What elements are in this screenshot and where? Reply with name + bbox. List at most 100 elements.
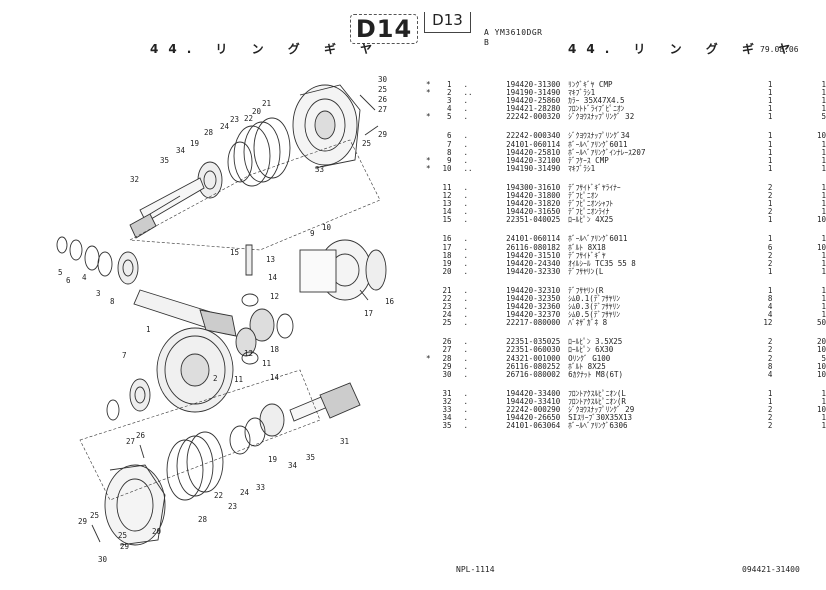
quantity: 8 [767,361,773,371]
ref-number: 19 [442,258,452,268]
level-dots: . [463,96,469,106]
quantity: 2 [767,413,773,423]
ref-number: 24 [442,310,452,320]
quantity: 2 [767,337,773,347]
part-number: 194420-33410 [506,396,561,406]
package-quantity: 5 [821,353,826,363]
callout: 34 [176,146,186,155]
part-number: 22217-080000 [506,318,561,328]
callout: 5 [58,268,63,277]
package-quantity: 1 [821,234,826,244]
part-number: 194190-31490 [506,163,561,173]
quantity: 1 [767,388,773,398]
package-quantity: 1 [821,155,826,165]
part-number: 194420-25860 [506,96,561,106]
level-dots: . [463,396,469,406]
callout: 30 [378,75,388,84]
change-mark: * [426,112,431,122]
part-number: 26716-080002 [506,369,561,379]
part-number: 194421-28280 [506,104,561,114]
callout: 25 [362,139,371,148]
part-description: ﾃﾞﾌｻﾔﾘﾝ(R [568,285,604,295]
part-description: ﾃﾞﾌｹｰｽ CMP [568,155,609,165]
bearing-7 [106,378,151,421]
package-quantity: 1 [821,421,826,431]
callout: 30 [98,555,108,564]
page-reference: NPL-1114 [456,565,495,574]
part-number: 22242-000340 [506,131,561,141]
callout-labels: 30 25 26 27 29 25 21 20 22 23 24 28 19 3… [58,75,395,564]
change-mark [426,406,435,414]
callout: 33 [315,165,324,174]
part-description: ｶﾗｰ 35X47X4.5 [568,96,625,106]
package-quantity: 1 [821,388,826,398]
quantity: 1 [767,266,773,276]
callout: 31 [340,437,349,446]
ref-number: 10 [442,163,452,173]
quantity: 8 [767,293,773,303]
part-description: ﾌﾛﾝﾄﾄﾞﾗｲﾌﾞﾋﾟﾆｵﾝ [568,104,625,114]
ref-number: 30 [442,369,452,379]
change-mark [426,97,435,105]
differential-housing-top [292,84,361,169]
ref-number: 22 [442,293,452,303]
part-description: ﾎﾞｰﾙﾍﾞｱﾘﾝｸﾞ6306 [568,421,628,431]
drive-pinion-shaft [133,289,237,337]
part-number: 194420-31820 [506,199,561,209]
level-dots: . [463,266,469,276]
package-quantity: 1 [821,250,826,260]
change-mark [426,200,435,208]
callout: 28 [204,128,214,137]
bearing-16 [365,249,387,291]
ref-number: 25 [442,318,452,328]
ref-number: 29 [442,361,452,371]
exploded-diagram: 30 25 26 27 29 25 21 20 22 23 24 28 19 3… [56,75,395,564]
section-code-box: D14 [350,14,418,44]
callout: 8 [110,297,115,306]
change-mark [426,398,435,406]
part-description: ﾃﾞﾌｻｲﾄﾞｷﾞﾔﾗｲﾅｰ [568,182,621,192]
ref-number: 3 [447,96,452,106]
package-quantity: 20 [816,337,826,347]
package-quantity: 10 [816,405,826,414]
callout: 35 [160,156,169,165]
part-description: ﾎﾞｰﾙﾍﾞｱﾘﾝｸﾞ6011 [568,234,628,244]
quantity: 2 [767,258,773,268]
callout: 15 [230,248,239,257]
ref-number: 32 [442,396,452,406]
package-quantity: 1 [821,147,826,157]
package-quantity: 1 [821,199,826,209]
quantity: 1 [767,199,773,209]
level-dots: .. [463,88,473,98]
change-mark [426,235,435,243]
quantity: 2 [767,345,773,355]
quantity: 1 [767,88,773,98]
change-mark [426,184,435,192]
quantity: 4 [767,310,773,320]
shim-rings-bottom [166,431,224,501]
callout: 10 [322,223,332,232]
quantity: 1 [767,104,773,114]
ref-number: 15 [442,215,452,225]
part-description: ｼﾑ0.1(ﾃﾞﾌｻﾔﾘﾝ [568,293,620,303]
callout: 25 [118,531,127,540]
callout: 17 [364,309,373,318]
level-dots: . [463,421,469,431]
package-quantity: 10 [816,242,826,252]
part-description: ﾃﾞﾌﾋﾟﾆｵﾝﾗｲﾅ [568,207,610,217]
package-quantity: 1 [821,396,826,406]
callout: 25 [378,85,387,94]
package-quantity: 1 [821,104,826,114]
level-dots: . [463,207,469,217]
model-line-b: B [484,38,490,47]
part-number: 194420-32350 [506,293,561,303]
change-mark: * [426,80,431,89]
